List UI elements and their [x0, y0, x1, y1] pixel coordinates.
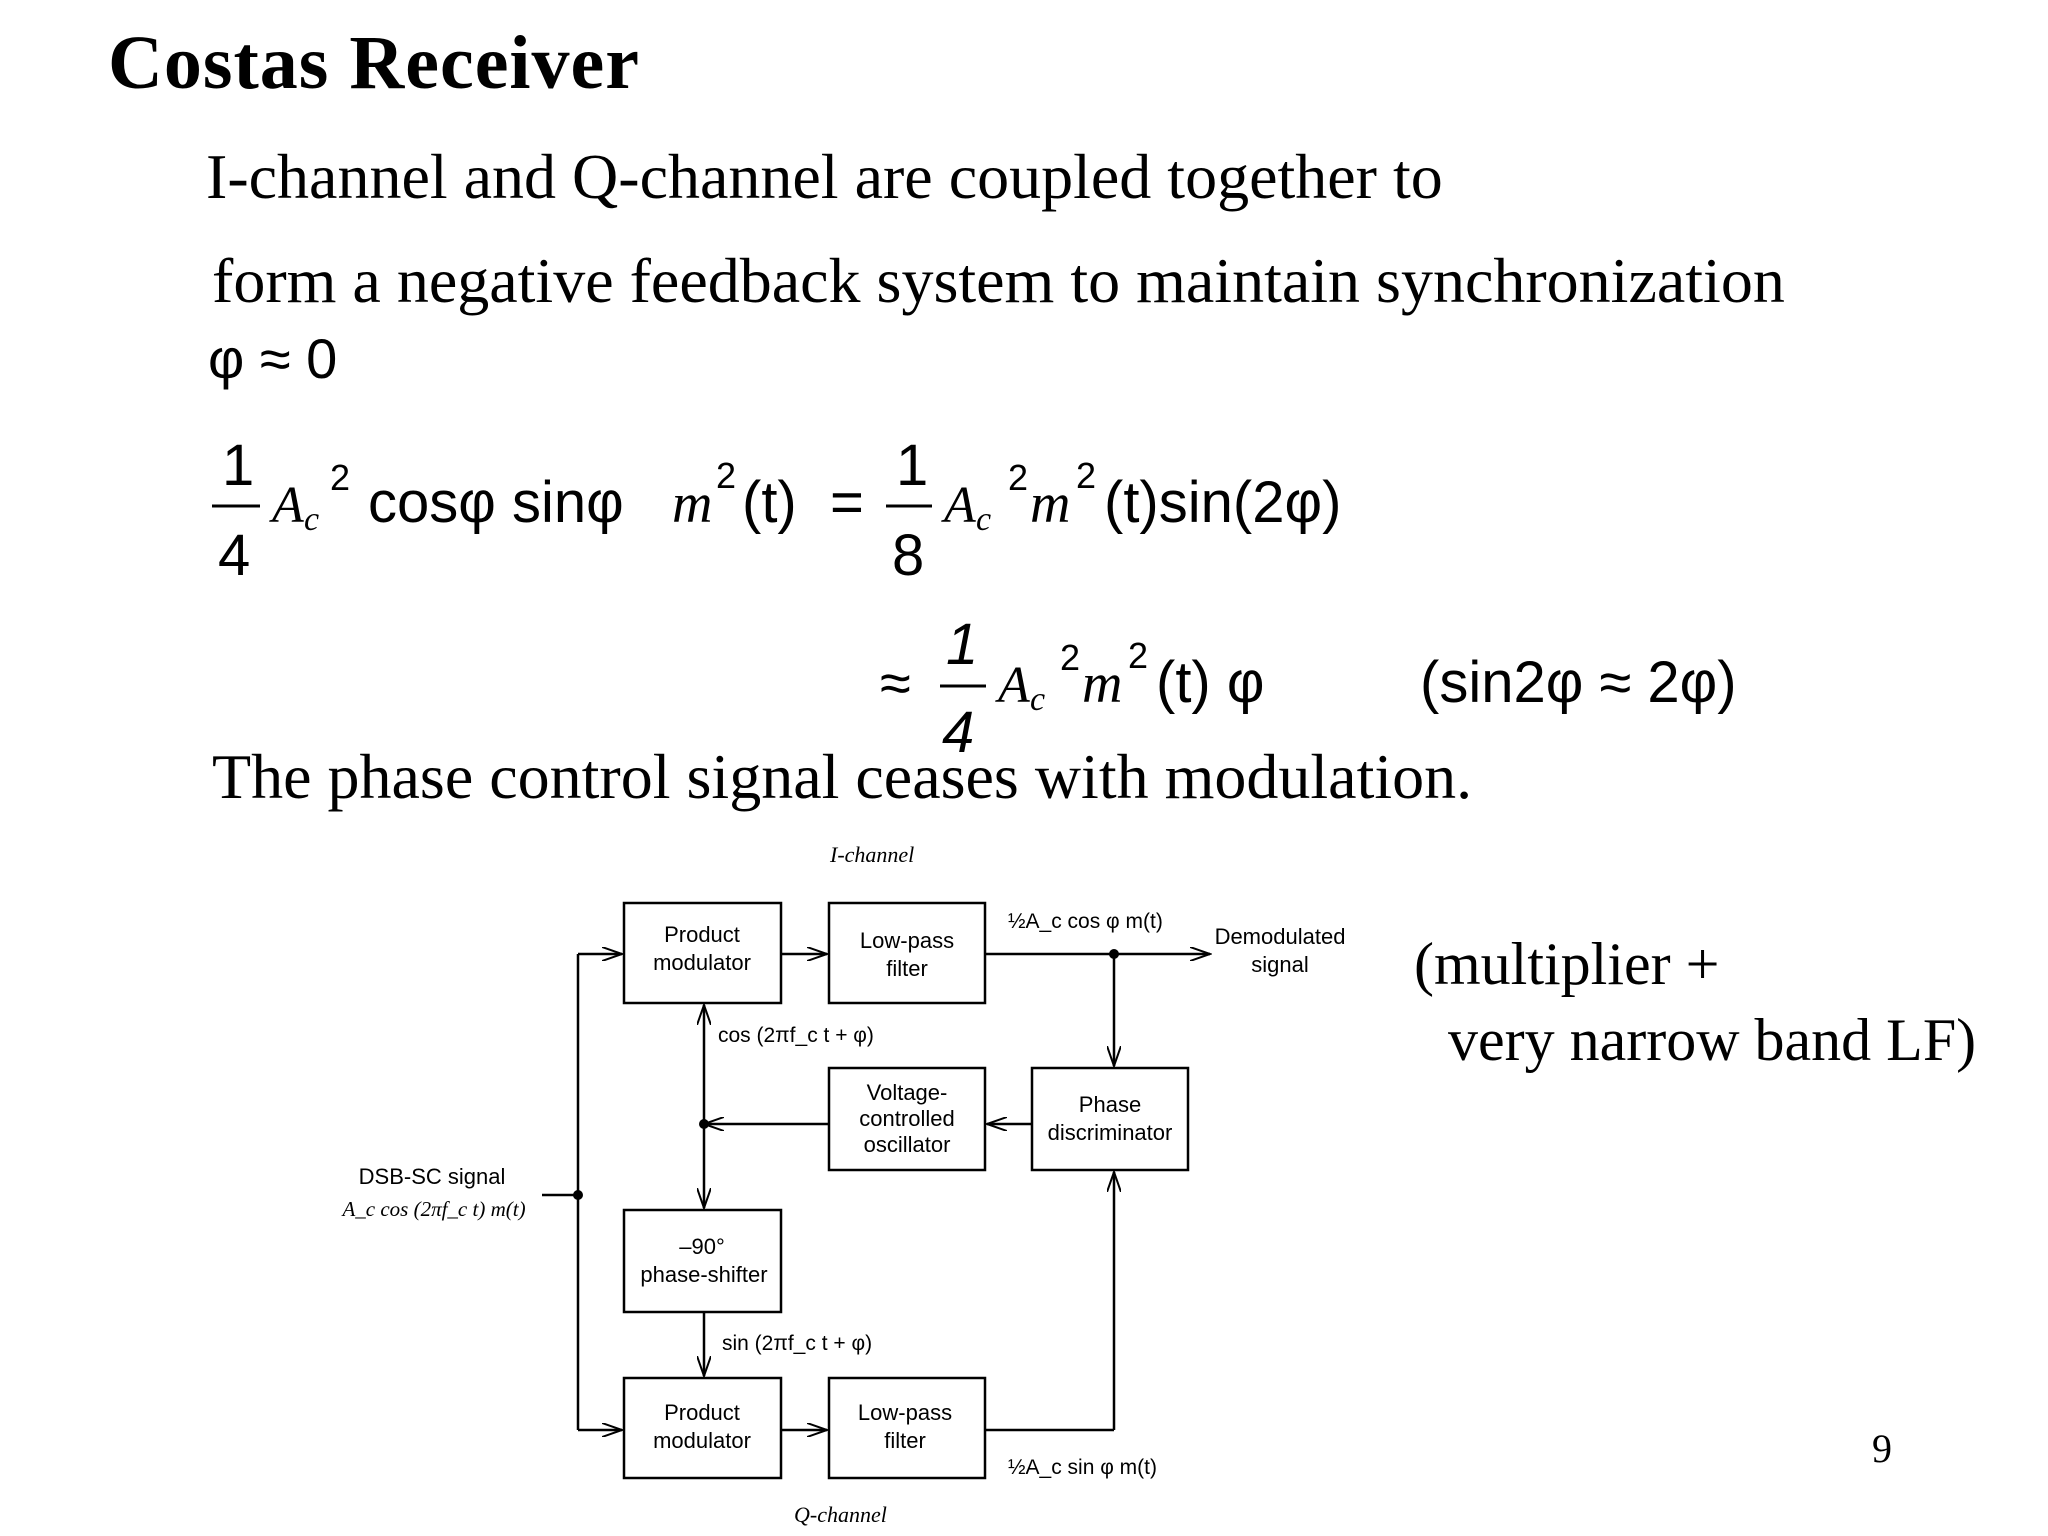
q-channel-label: Q-channel [794, 1502, 887, 1527]
product-modulator-bottom-box [622, 1376, 783, 1480]
eq1-rhs-amplitude-sup: 2 [1008, 457, 1028, 498]
lowpass-bottom-line2: filter [884, 1428, 926, 1453]
eq1-rhs-tail: (t)sin(2φ) [1104, 470, 1341, 535]
product-modulator-bottom-line1: Product [664, 1400, 740, 1425]
equation-1: 1 4 A c 2 cosφ sinφ m 2 (t) = 1 8 A c 2 … [212, 433, 1341, 588]
lowpass-top-line2: filter [886, 956, 928, 981]
side-note-1: (multiplier + [1414, 931, 1720, 997]
eq2-note: (sin2φ ≈ 2φ) [1420, 650, 1737, 715]
lowpass-bottom-line1: Low-pass [858, 1400, 952, 1425]
bottom-output-expression: ½A_c sin φ m(t) [1008, 1456, 1157, 1479]
eq1-rhs-message: m [1030, 473, 1070, 535]
eq2-numerator: 1 [946, 612, 978, 677]
vco-line3: oscillator [864, 1132, 951, 1157]
phase-shifter-line1: –90° [679, 1234, 725, 1259]
demodulated-label-line1: Demodulated [1215, 924, 1346, 949]
eq1-amplitude: A [269, 477, 304, 534]
eq1-amplitude-sub: c [304, 501, 319, 538]
lowpass-top-line1: Low-pass [860, 928, 954, 953]
body-line-2: form a negative feedback system to maint… [212, 245, 1785, 316]
body-line-1: I-channel and Q-channel are coupled toge… [206, 141, 1443, 212]
eq2-amplitude: A [995, 657, 1030, 714]
cos-reference-label: cos (2πf_c t + φ) [718, 1024, 874, 1047]
eq2-amplitude-sub: c [1030, 681, 1045, 718]
eq1-rhs-denominator: 8 [892, 523, 924, 588]
eq2-approx: ≈ [880, 651, 911, 714]
lowpass-bottom-box [827, 1376, 987, 1480]
phase-discriminator-line2: discriminator [1048, 1120, 1173, 1145]
eq1-message-sup: 2 [716, 455, 736, 496]
eq2-tail: (t) φ [1156, 650, 1264, 715]
eq1-message: m [672, 473, 712, 535]
equations: 1 4 A c 2 cosφ sinφ m 2 (t) = 1 8 A c 2 … [212, 433, 1737, 760]
phase-shifter-box [622, 1208, 783, 1314]
vco-line1: Voltage- [867, 1080, 948, 1105]
vco-line2: controlled [859, 1106, 954, 1131]
eq1-rhs-numerator: 1 [896, 433, 928, 498]
lowpass-top-box [827, 901, 987, 1005]
phase-discriminator-line1: Phase [1079, 1092, 1141, 1117]
eq1-trig: cosφ sinφ [368, 470, 624, 535]
remark-line: The phase control signal ceases with mod… [212, 741, 1473, 812]
product-modulator-top-line1: Product [664, 922, 740, 947]
eq1-fraction-denominator: 4 [218, 523, 250, 588]
eq1-rhs-amplitude: A [941, 477, 976, 534]
eq2-message-sup: 2 [1128, 635, 1148, 676]
page-number: 9 [1872, 1426, 1892, 1471]
product-modulator-top-line2: modulator [653, 950, 751, 975]
phi-condition: φ ≈ 0 [208, 327, 338, 390]
eq1-rhs-message-sup: 2 [1076, 455, 1096, 496]
i-channel-label: I-channel [829, 842, 914, 867]
eq1-rhs-amplitude-sub: c [976, 501, 991, 538]
side-note-2: very narrow band LF) [1448, 1007, 1977, 1073]
eq2-message: m [1082, 653, 1122, 715]
input-expression: A_c cos (2πf_c t) m(t) [340, 1197, 525, 1221]
eq1-equals: = [830, 470, 864, 535]
demodulated-label-line2: signal [1251, 952, 1308, 977]
eq2-amplitude-sup: 2 [1060, 637, 1080, 678]
sin-reference-label: sin (2πf_c t + φ) [722, 1332, 872, 1355]
phase-discriminator-box [1030, 1066, 1190, 1172]
slide-title: Costas Receiver [108, 21, 641, 105]
equation-2: ≈ 1 4 A c 2 m 2 (t) φ (sin2φ ≈ 2φ) [880, 612, 1737, 760]
phase-shifter-line2: phase-shifter [640, 1262, 767, 1287]
eq1-amplitude-sup: 2 [330, 457, 350, 498]
eq1-fraction-numerator: 1 [222, 433, 254, 498]
product-modulator-bottom-line2: modulator [653, 1428, 751, 1453]
eq2-denominator: 4 [942, 700, 974, 760]
eq1-time: (t) [742, 470, 797, 535]
top-output-expression: ½A_c cos φ m(t) [1008, 910, 1163, 933]
input-label: DSB-SC signal [359, 1164, 506, 1189]
